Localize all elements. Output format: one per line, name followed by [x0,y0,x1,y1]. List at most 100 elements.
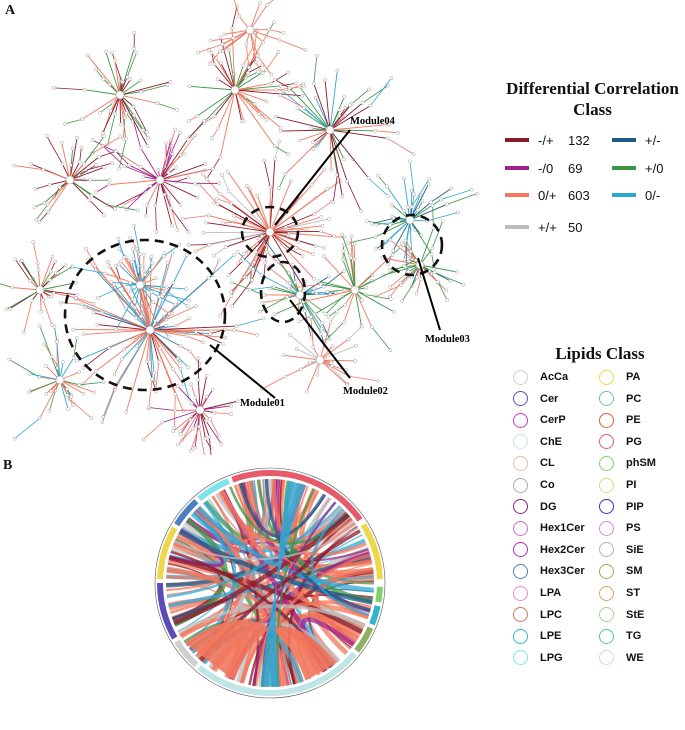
network-node [178,130,182,135]
network-node [170,152,175,156]
network-edge [316,293,331,296]
network-edge [159,168,213,181]
network-edge [139,284,156,322]
network-node [56,271,60,275]
chord-arcs [157,470,383,696]
network-node [185,304,190,308]
lipid-color-ring [513,477,528,493]
network-node [272,144,277,148]
network-node [390,252,395,257]
network-node [186,119,191,123]
network-node [75,358,79,363]
network-node [265,3,269,7]
network-node [365,219,369,224]
network-node [341,257,345,262]
network-edge [159,153,174,181]
network-node [264,117,269,122]
network-edge [383,264,421,276]
network-node [260,63,265,68]
diff-legend-swatch [505,193,529,197]
network-edge [206,222,271,233]
network-edge [392,219,411,251]
network-edge [69,179,92,196]
network-edge [108,329,151,349]
network-node [214,196,219,201]
network-edge [223,29,251,35]
network-node [265,250,270,255]
network-node [32,205,37,209]
network-edge [53,87,85,91]
network-node [148,184,153,188]
chord-arc [369,605,381,626]
network-node [296,239,301,244]
network-node [406,257,410,261]
network-edge [274,145,289,155]
network-edge [84,89,121,96]
network-node [302,106,306,110]
network-edge [310,316,314,348]
network-edge [139,284,167,288]
network-node [173,127,177,132]
network-node [33,187,38,191]
network-node [201,340,205,345]
module-pointer-line [274,129,351,226]
lipid-class-name: Cer [540,392,559,405]
network-node [10,285,15,290]
network-edge [329,129,343,197]
diff-legend-item: +/+50 [505,219,582,235]
network-edge [427,212,459,222]
network-edge [257,55,272,75]
network-node [402,176,406,181]
network-edge [73,337,78,359]
network-node [20,258,24,263]
network-node [319,215,324,219]
chord-ribbon [219,489,358,644]
network-node [101,380,106,385]
network-node [319,282,323,287]
network-node [319,326,324,331]
network-node [110,50,114,55]
network-edge [29,373,61,381]
network-node [360,324,364,329]
network-node [134,50,139,55]
network-node [262,158,267,163]
chord-ribbon [173,513,351,626]
network-node [188,417,192,422]
network-node [50,323,54,327]
lipid-legend-item: PI [599,476,636,494]
network-node [113,263,118,268]
network-node [143,272,147,277]
network-node [229,294,234,298]
network-node [12,163,16,168]
network-edge [158,296,176,305]
network-edge [411,178,430,207]
network-edge [234,89,260,115]
network-edge [39,379,61,419]
chord-ribbon [166,501,337,598]
network-node [42,201,47,205]
network-edge [159,154,181,181]
network-node [150,377,154,381]
network-node [244,183,249,188]
network-node [312,212,317,216]
network-node [186,365,191,370]
network-edge [314,201,332,215]
network-node [117,247,122,251]
network-edge [299,129,331,141]
lipid-class-name: SM [626,565,643,578]
network-node [196,356,201,361]
network-edge [159,179,198,198]
network-node [128,77,133,82]
network-edge [324,321,345,342]
network-node [212,253,216,258]
network-edge [59,379,95,393]
network-node [122,255,126,260]
network-edge [69,137,78,181]
network-edge [152,301,170,315]
module03-outline [380,213,444,277]
network-edge [102,94,121,134]
network-edge [205,421,222,445]
network-cluster [273,53,416,213]
network-edge [61,142,71,181]
